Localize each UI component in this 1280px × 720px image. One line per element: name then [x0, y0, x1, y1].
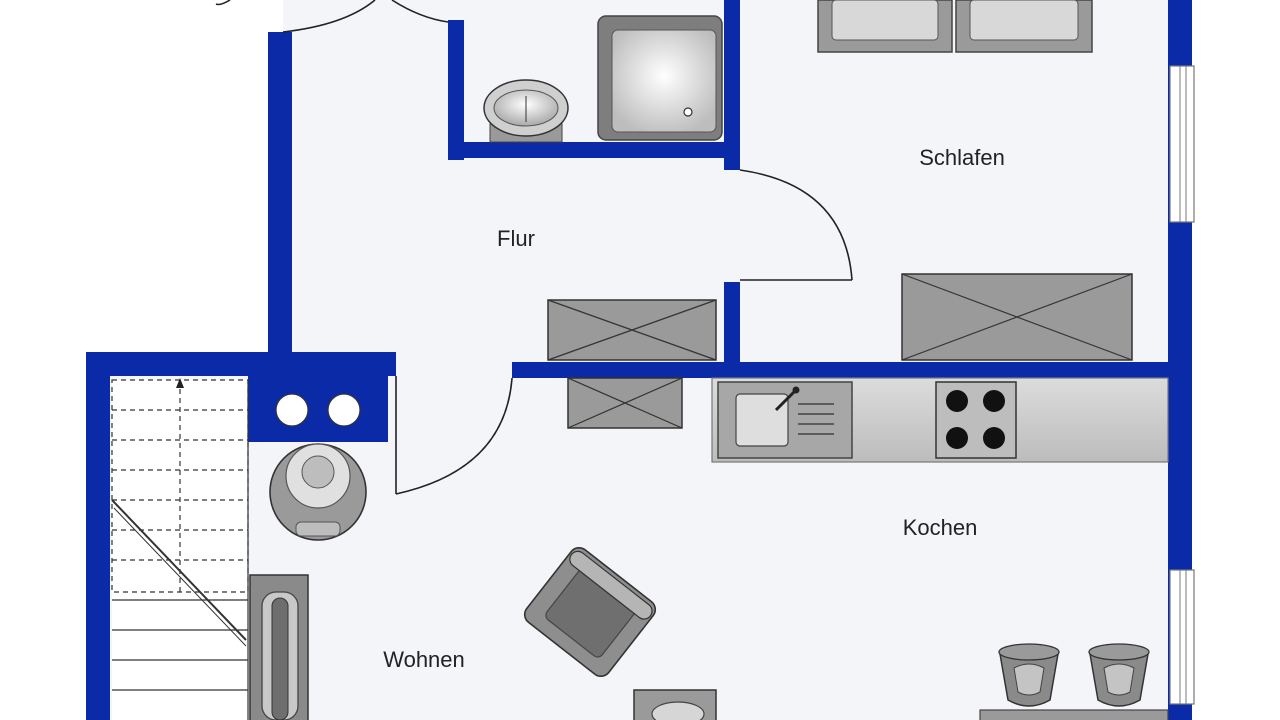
kitchen-fixtures [567, 377, 1169, 463]
cooktop [935, 381, 1017, 459]
dining-set [979, 643, 1169, 720]
window-bedroom [1169, 65, 1195, 223]
bar-stool-right [1088, 643, 1150, 707]
hall-furniture [547, 299, 717, 361]
bar-stool-left [998, 643, 1060, 707]
windows [1169, 65, 1195, 705]
staircase [111, 378, 249, 720]
door-entrance-arc [282, 0, 376, 33]
living-furniture [249, 443, 717, 720]
room-label-flur: Flur [497, 226, 535, 251]
door-bedroom-arc [739, 169, 853, 281]
room-label-schlafen: Schlafen [919, 145, 1005, 170]
door-bathroom-arc [391, 0, 449, 23]
round-side-table [269, 443, 367, 541]
bathroom-fixtures [483, 15, 723, 143]
doors [215, 0, 853, 495]
up-arrow-icon [176, 378, 184, 388]
room-label-kochen: Kochen [903, 515, 978, 540]
walls [86, 0, 1192, 720]
utility-fixtures [275, 393, 361, 427]
armchair [523, 546, 657, 678]
bar-table [979, 709, 1169, 720]
window-kitchen [1169, 569, 1195, 705]
door-hall-to-top-left-arc [215, 0, 231, 6]
door-living-arc [395, 377, 513, 495]
bedroom-furniture [817, 0, 1133, 361]
room-label-wohnen: Wohnen [383, 647, 465, 672]
side-table [633, 689, 717, 720]
tv-cabinet [249, 574, 309, 720]
